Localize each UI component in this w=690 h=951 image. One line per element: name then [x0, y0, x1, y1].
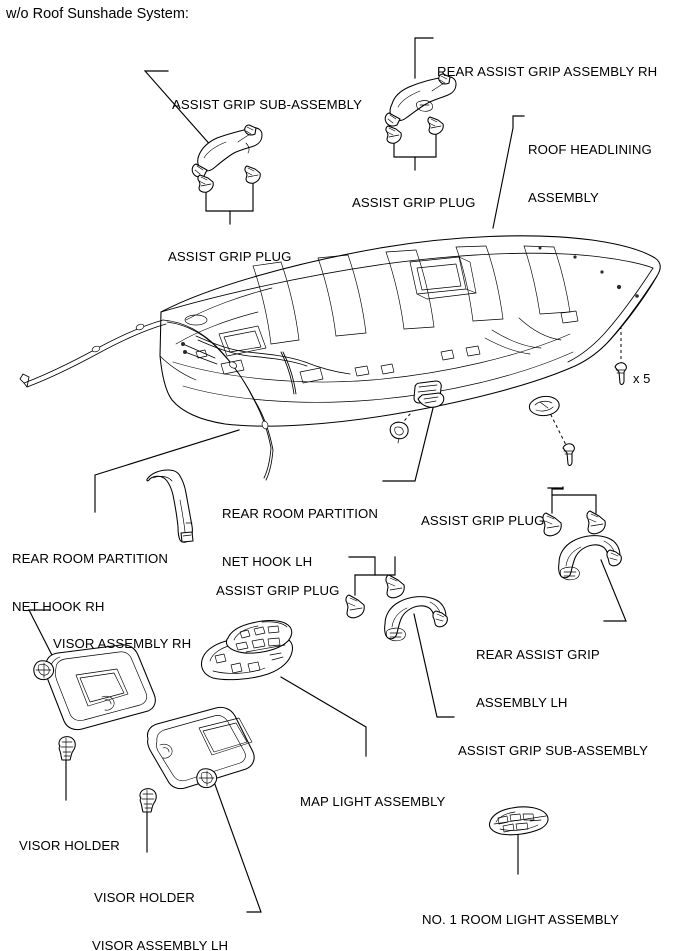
label-line: ASSEMBLY LH: [476, 695, 568, 710]
label-visor-holder-lh: VISOR HOLDER: [94, 858, 195, 938]
label-line: ROOF HEADLINING: [528, 142, 652, 157]
rear-room-partition-net-hook-rh-strip: [146, 469, 194, 543]
rear-room-partition-net-hook-lh-part: [389, 380, 445, 444]
assist-grip-plug-rear-rh-pair: [385, 116, 444, 144]
label-visor-holder-rh: VISOR HOLDER: [19, 806, 120, 886]
rear-assist-grip-assembly-rh-part: [384, 73, 457, 127]
label-assist-grip-sub-assembly-rear: ASSIST GRIP SUB-ASSEMBLY: [458, 711, 648, 791]
label-line: VISOR HOLDER: [19, 838, 120, 853]
label-assist-grip-sub-assembly-front: ASSIST GRIP SUB-ASSEMBLY: [172, 65, 362, 145]
label-line: NO. 1 ROOM LIGHT ASSEMBLY: [422, 912, 619, 927]
label-line: VISOR ASSEMBLY LH: [92, 938, 229, 951]
label-visor-assembly-lh: VISOR ASSEMBLY LH: [92, 906, 228, 951]
label-line: REAR ASSIST GRIP ASSEMBLY RH: [437, 64, 658, 79]
label-line: ASSIST GRIP PLUG: [168, 249, 292, 264]
label-visor-assembly-rh: VISOR ASSEMBLY RH: [53, 604, 191, 684]
page-title: w/o Roof Sunshade System:: [6, 6, 189, 22]
label-line: REAR ROOM PARTITION: [222, 506, 379, 521]
label-line: NET HOOK LH: [222, 554, 313, 569]
label-line: ASSEMBLY: [528, 190, 599, 205]
visor-holder-lh-part: [139, 788, 157, 813]
assist-grip-plug-lower-pair: [345, 574, 405, 619]
label-line: MAP LIGHT ASSEMBLY: [300, 794, 446, 809]
label-line: ASSIST GRIP SUB-ASSEMBLY: [458, 743, 649, 758]
label-assist-grip-plug-rear-rh: ASSIST GRIP PLUG: [352, 163, 476, 243]
label-map-light-assembly: MAP LIGHT ASSEMBLY: [300, 762, 445, 842]
label-rear-assist-grip-assembly-lh: REAR ASSIST GRIP ASSEMBLY LH: [476, 615, 600, 743]
assist-grip-sub-assembly-rear-part: [384, 596, 448, 642]
label-no-1-room-light-assembly: NO. 1 ROOM LIGHT ASSEMBLY: [422, 880, 619, 951]
rear-room-partition-net-hook-rh-part: [528, 395, 575, 466]
label-assist-grip-plug-lower: ASSIST GRIP PLUG: [216, 551, 340, 631]
assist-grip-plug-front-pair: [197, 165, 261, 193]
label-line: REAR ASSIST GRIP: [476, 647, 600, 662]
roof-headlining-assembly-part: [159, 235, 661, 427]
rear-assist-grip-assembly-lh-part: [558, 535, 622, 581]
label-line: REAR ROOM PARTITION: [12, 551, 169, 566]
label-assist-grip-plug-lh-upper: ASSIST GRIP PLUG: [421, 481, 545, 561]
roof-wire-harness: [19, 319, 351, 481]
label-line: ASSIST GRIP PLUG: [352, 195, 476, 210]
visor-holder-rh-part: [58, 736, 76, 761]
label-line: ASSIST GRIP PLUG: [421, 513, 545, 528]
label-rear-room-partition-net-hook-rh: REAR ROOM PARTITION NET HOOK RH: [12, 519, 168, 647]
label-assist-grip-plug-front: ASSIST GRIP PLUG: [168, 217, 292, 297]
assist-grip-sub-assembly-front-part: [191, 124, 263, 178]
annotation-screw-quantity: x 5: [633, 371, 651, 386]
label-line: ASSIST GRIP SUB-ASSEMBLY: [172, 97, 363, 112]
visor-assembly-lh-part: [147, 706, 255, 790]
label-rear-room-partition-net-hook-lh: REAR ROOM PARTITION NET HOOK LH: [222, 474, 378, 602]
no-1-room-light-assembly-part: [489, 806, 549, 836]
map-light-assembly-part: [201, 620, 293, 681]
label-roof-headlining-assembly: ROOF HEADLINING ASSEMBLY: [528, 110, 652, 238]
label-line: ASSIST GRIP PLUG: [216, 583, 340, 598]
assist-grip-plug-lh-upper-pair: [542, 510, 606, 537]
label-line: VISOR ASSEMBLY RH: [53, 636, 192, 651]
label-line: NET HOOK RH: [12, 599, 105, 614]
label-rear-assist-grip-assembly-rh: REAR ASSIST GRIP ASSEMBLY RH: [437, 32, 657, 112]
screw-part: [614, 362, 627, 385]
leader-lines: [28, 37, 627, 913]
visor-assembly-rh-part: [33, 644, 156, 731]
label-line: VISOR HOLDER: [94, 890, 195, 905]
